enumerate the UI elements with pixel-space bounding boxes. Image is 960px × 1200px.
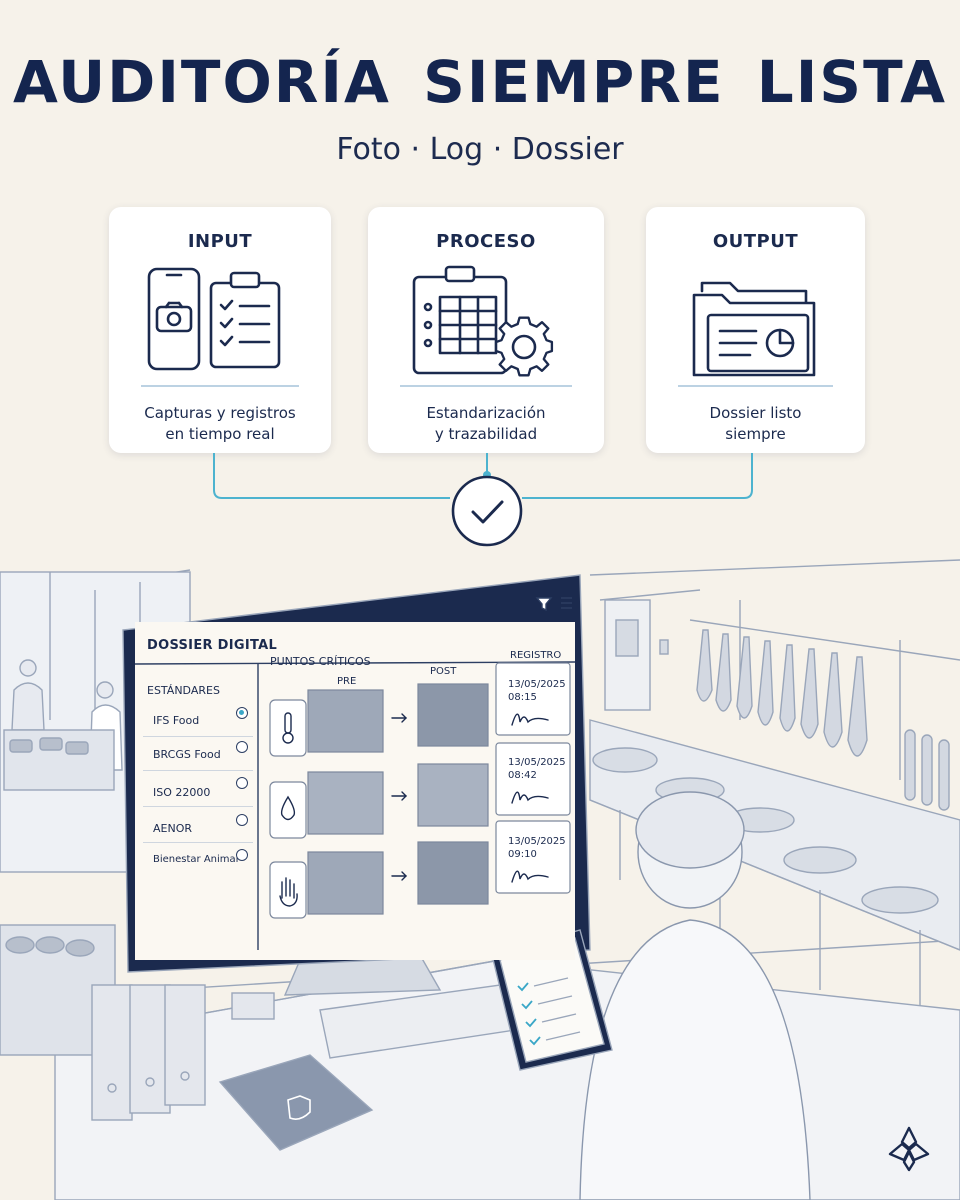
card-proceso: PROCESO Estandarización y trazabilidad <box>368 207 604 453</box>
check-icon <box>471 500 504 524</box>
divider <box>143 770 253 771</box>
standard-brcgs-food[interactable]: BRCGS Food <box>153 748 221 761</box>
standard-bienestar-animal[interactable]: Bienestar Animal <box>153 854 239 865</box>
radio-bienestar-animal[interactable] <box>236 849 248 861</box>
thermometer-icon <box>282 712 294 744</box>
radio-brcgs-food[interactable] <box>236 741 248 753</box>
card-input: INPUT Capturas y registros en tiempo rea… <box>109 207 331 453</box>
dossier-title: DOSSIER DIGITAL <box>147 638 278 653</box>
signature-icon <box>511 870 549 883</box>
card-input-title: INPUT <box>187 231 253 252</box>
standards-header: ESTÁNDARES <box>147 684 220 697</box>
factory-scene-illustration <box>0 559 960 1200</box>
standard-iso-22000[interactable]: ISO 22000 <box>153 786 211 799</box>
hand-icon <box>279 877 298 907</box>
signature-icon <box>511 791 549 804</box>
card-divider <box>678 385 833 387</box>
card-proceso-title: PROCESO <box>436 231 536 252</box>
col-pre-header: PRE <box>337 676 357 687</box>
col-post-header: POST <box>430 666 457 677</box>
page-title: AUDITORÍA SIEMPRE LISTA <box>12 48 948 116</box>
water-drop-icon <box>280 795 296 821</box>
radio-ifs-food[interactable] <box>236 707 248 719</box>
card-divider <box>141 385 299 387</box>
page-subtitle: Foto · Log · Dossier <box>336 132 624 167</box>
card-output-title: OUTPUT <box>712 231 799 252</box>
divider <box>143 842 253 843</box>
standard-ifs-food[interactable]: IFS Food <box>153 714 200 727</box>
connector-lines <box>213 453 753 547</box>
menu-icon <box>561 597 572 609</box>
folder-document-chart-icon <box>692 281 816 377</box>
card-input-desc: Capturas y registros en tiempo real <box>144 404 296 443</box>
filter-icon <box>535 597 553 612</box>
signature-icon <box>511 713 549 726</box>
card-output-desc: Dossier listo siempre <box>709 404 802 443</box>
critical-points-header: PUNTOS CRÍTICOS <box>270 655 371 668</box>
card-output: OUTPUT Dossier listo siempre <box>646 207 865 453</box>
radio-aenor[interactable] <box>236 814 248 826</box>
card-proceso-desc: Estandarización y trazabilidad <box>426 404 546 443</box>
brand-logo-icon <box>888 1126 930 1172</box>
standard-aenor[interactable]: AENOR <box>153 822 193 835</box>
divider <box>143 806 253 807</box>
divider <box>143 736 253 737</box>
card-divider <box>400 385 572 387</box>
clipboard-table-gear-icon <box>412 265 554 377</box>
col-registro-header: REGISTRO <box>510 650 562 661</box>
phone-camera-clipboard-icon <box>147 267 281 371</box>
radio-iso-22000[interactable] <box>236 777 248 789</box>
